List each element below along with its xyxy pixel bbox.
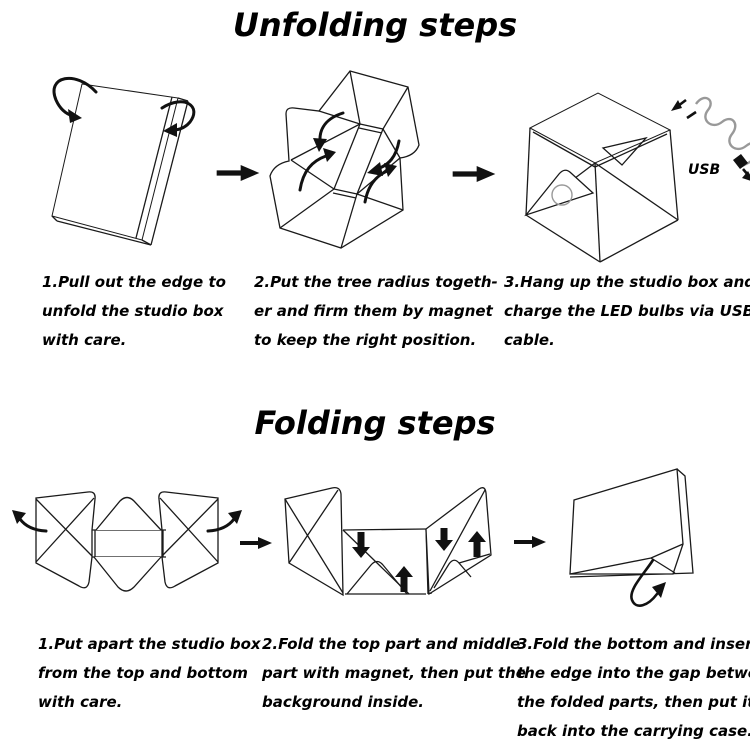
pull-apart-arrow-right-icon — [206, 510, 242, 533]
folding-step-2-caption: 2.Fold the top part and middle part with… — [262, 630, 526, 717]
step-arrow-icon — [514, 536, 546, 548]
pull-apart-arrow-left-icon — [12, 510, 48, 533]
caption-line: with care. — [42, 331, 127, 349]
fold-down-arrow-icon — [435, 528, 453, 551]
fold-up-arrow-icon — [395, 566, 413, 592]
step-arrow-icon — [452, 166, 496, 182]
unfolding-step-3-figure — [524, 92, 750, 263]
fold-down-arrow-icon — [352, 532, 370, 558]
fold-in-arrow-bottom-left-icon — [298, 148, 336, 192]
unfolding-section-title: Unfolding steps — [232, 6, 518, 44]
studio-box-drawing — [524, 92, 679, 263]
caption-line: the folded parts, then put it — [517, 693, 750, 711]
opened-flat-box-drawing — [35, 491, 219, 592]
caption-line: back into the carrying case. — [517, 722, 750, 740]
unfolding-step-2-caption: 2.Put the tree radius togeth- er and fir… — [254, 268, 498, 355]
caption-line: to keep the right position. — [254, 331, 477, 349]
fold-up-arrow-icon — [468, 531, 486, 557]
folding-step-2-figure — [284, 486, 492, 597]
usb-label: USB — [688, 162, 721, 178]
folding-step-3-figure — [569, 468, 694, 607]
folding-step-1-caption: 1.Put apart the studio box from the top … — [38, 630, 261, 717]
half-unfolded-box-drawing — [269, 70, 420, 249]
caption-line: 3.Hang up the studio box and — [504, 273, 750, 291]
caption-line: with care. — [38, 693, 123, 711]
caption-line: 3.Fold the bottom and insert — [517, 635, 750, 653]
half-folded-box-drawing — [284, 486, 492, 597]
fold-in-arrow-bottom-right-icon — [363, 163, 397, 204]
pull-out-arrow-left-icon — [52, 76, 98, 123]
caption-line: cable. — [504, 331, 555, 349]
unfolding-step-1-figure — [51, 76, 196, 246]
unfolding-step-3-caption: 3.Hang up the studio box and charge the … — [504, 268, 750, 355]
unfolding-step-2-figure — [269, 70, 420, 249]
folding-step-1-figure — [12, 491, 242, 592]
caption-line: 2.Fold the top part and middle — [262, 635, 521, 653]
caption-line: part with magnet, then put the — [262, 664, 526, 682]
folding-section-title: Folding steps — [254, 404, 496, 442]
caption-line: background inside. — [262, 693, 424, 711]
caption-line: charge the LED bulbs via USB — [504, 302, 750, 320]
usb-cable-icon — [671, 96, 750, 181]
tuck-in-arrow-icon — [630, 558, 666, 607]
folded-flat-box-drawing — [51, 83, 189, 246]
fold-in-arrow-top-right-icon — [367, 139, 401, 176]
caption-line: 1.Pull out the edge to — [42, 273, 226, 291]
step-arrow-icon — [240, 537, 272, 549]
caption-line: 1.Put apart the studio box — [38, 635, 261, 653]
unfolding-step-1-caption: 1.Pull out the edge to unfold the studio… — [42, 268, 226, 355]
caption-line: 2.Put the tree radius togeth- — [254, 273, 498, 291]
caption-line: the edge into the gap between — [517, 664, 750, 682]
pull-out-arrow-right-icon — [160, 100, 196, 137]
refolded-box-drawing — [569, 468, 694, 578]
folding-step-3-caption: 3.Fold the bottom and insert the edge in… — [517, 630, 750, 746]
fold-in-arrow-top-left-icon — [313, 111, 345, 152]
caption-line: er and firm them by magnet — [254, 302, 493, 320]
caption-line: from the top and bottom — [38, 664, 248, 682]
step-arrow-icon — [216, 165, 260, 181]
caption-line: unfold the studio box — [42, 302, 224, 320]
